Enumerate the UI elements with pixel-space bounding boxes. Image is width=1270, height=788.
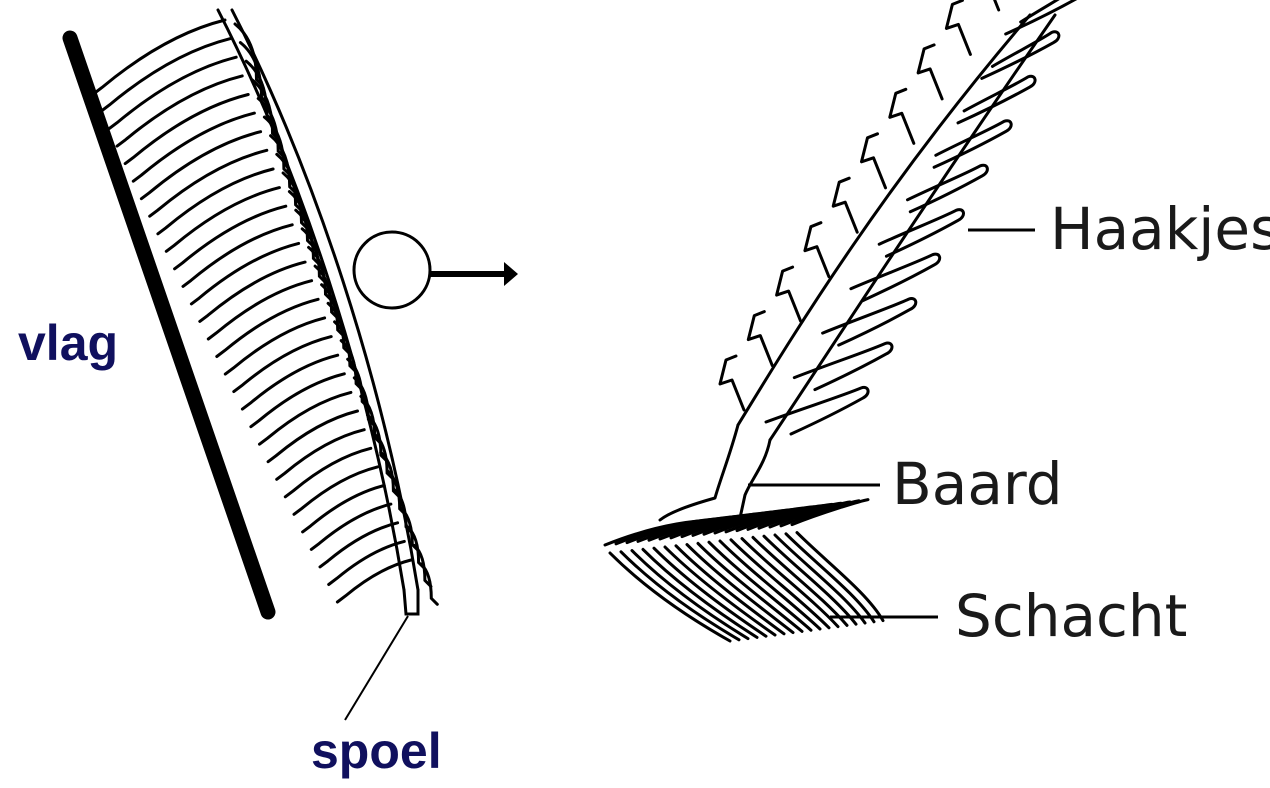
barb-left [141,132,260,199]
barb-left [117,76,242,146]
label-spoel: spoel [311,726,442,776]
barbule-left [777,267,801,321]
magnifier-arrow-head [504,262,518,286]
barb-left [101,39,230,111]
barbule-left [862,134,886,188]
barbule-left [833,178,857,232]
magnifier-circle [354,232,430,308]
calamus [404,590,418,614]
label-haakjes: Haakjes [1050,200,1270,258]
barbule-left [946,0,970,54]
barb-left [183,225,292,287]
barbules [720,0,1083,434]
barbule-left [890,89,914,143]
barb-stem [660,425,770,520]
label-baard: Baard [892,455,1063,513]
magnified-barb [605,0,1083,641]
label-vlag: vlag [18,318,118,368]
barb-left [166,188,279,252]
feather [94,10,437,614]
barb-ramus [738,15,1055,440]
barb-left [200,262,305,321]
barbule-right [982,32,1059,79]
barb-left [158,169,273,234]
barbule-left [720,356,744,410]
shaft-hatching [605,500,883,641]
barbule-right [766,387,868,434]
barb-left [329,541,405,584]
barb-left [125,95,248,164]
barb-left [133,113,254,181]
barb-left [94,20,225,94]
barbule-left [805,223,829,277]
barb-left [191,243,298,304]
barbule-left [918,45,942,99]
label-schacht: Schacht [955,587,1187,645]
spoel-leader [345,616,408,720]
barbs [94,20,437,604]
barb-left [150,150,267,216]
barb-left [175,206,286,269]
barb-left [208,281,311,339]
barbule-left [748,312,772,366]
barbule-right [851,254,940,301]
barbule-left [975,0,999,10]
barbule-right [934,121,1011,168]
barbule-right [879,210,963,257]
